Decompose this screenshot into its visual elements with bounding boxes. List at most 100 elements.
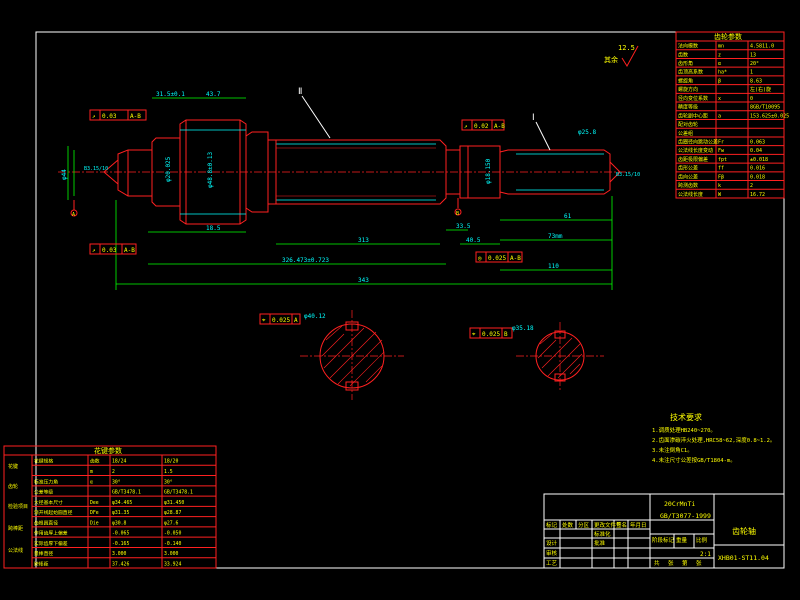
- gear-param-name: 公差组: [678, 130, 693, 137]
- gear-param-name: 齿距极限偏差: [678, 156, 708, 163]
- spline-param-name: 作用齿厚上偏差: [34, 530, 68, 537]
- svg-text:0.025: 0.025: [488, 255, 506, 262]
- svg-text:⌖: ⌖: [472, 331, 476, 338]
- gear-param-name: 螺旋角: [678, 77, 693, 84]
- spline-param-value-2: φ31.450: [164, 500, 184, 506]
- svg-text:重量: 重量: [676, 536, 688, 544]
- svg-text:张: 张: [668, 559, 674, 567]
- svg-text:↗: ↗: [464, 123, 468, 130]
- svg-text:阶段标记: 阶段标记: [652, 536, 675, 544]
- spline-param-value-1: 2: [112, 469, 115, 475]
- spline-param-value-1: φ30.8: [112, 520, 127, 526]
- gear-param-name: 配对齿轮: [678, 121, 698, 128]
- spline-param-value-1: 3.000: [112, 551, 127, 557]
- tech-req-title: 技术要求: [670, 412, 702, 422]
- tech-req-item: 4.未注尺寸公差按GB/T1804-m。: [652, 456, 736, 464]
- spline-param-value-1: -0.165: [112, 541, 129, 547]
- spline-param-value-1: GB/T3478.1: [112, 490, 141, 496]
- dim-total-b: 326.473±0.723: [282, 257, 329, 264]
- gear-param-value: 0.016: [750, 166, 765, 172]
- gear-param-value: ±0.018: [750, 157, 768, 163]
- datum-a: A: [70, 200, 78, 218]
- spline-param-value-1: φ31.35: [112, 510, 129, 516]
- dim-total-a: 313: [358, 237, 369, 244]
- svg-text:φ40.12: φ40.12: [304, 313, 326, 320]
- part-mark-1: Ⅰ: [532, 113, 535, 123]
- gear-param-name: 跨测齿数: [678, 182, 698, 189]
- gear-param-symbol: fpt: [718, 157, 727, 163]
- spline-param-value-2: φ28.87: [164, 510, 181, 516]
- gear-param-symbol: a: [718, 113, 721, 119]
- gear-param-symbol: z: [718, 52, 721, 58]
- svg-text:更改文件号: 更改文件号: [594, 521, 622, 529]
- spline-param-value-2: 3.000: [164, 551, 179, 557]
- gear-param-value: 4.5811.0: [750, 44, 774, 50]
- gear-param-value: 左(右)旋: [750, 86, 771, 93]
- dim-right-b: 73mm: [548, 233, 563, 240]
- spline-param-value-2: -0.140: [164, 541, 181, 547]
- svg-text:0.025: 0.025: [482, 331, 500, 338]
- dim-shoulder: 43.7: [206, 91, 221, 98]
- svg-text:工艺: 工艺: [546, 560, 558, 567]
- gear-param-symbol: β: [718, 78, 721, 84]
- spline-param-value-2: GB/T3478.1: [164, 490, 193, 496]
- gear-param-name: 公法线长度: [678, 191, 703, 198]
- svg-text:↗: ↗: [92, 247, 96, 254]
- dim-right-total: 110: [548, 263, 559, 270]
- tolerance-frame-3: ↗ 0.02 A-B: [461, 119, 505, 131]
- tolerance-frame-1: ↗ 0.03 A-B: [89, 109, 147, 121]
- spline-param-value-1: -0.065: [112, 531, 129, 537]
- svg-text:A-B: A-B: [494, 123, 505, 130]
- spline-param-value-1: 37.426: [112, 561, 129, 567]
- dim-right-end: φ25.8: [578, 129, 596, 136]
- spline-param-value-1: 30°: [112, 479, 121, 485]
- dim-left-end: φ44: [61, 169, 68, 180]
- gear-param-value: 20°: [750, 61, 759, 67]
- svg-text:分区: 分区: [578, 521, 590, 529]
- svg-text:标记: 标记: [546, 521, 558, 529]
- svg-text:第: 第: [682, 559, 688, 567]
- svg-text:年月日: 年月日: [630, 521, 647, 529]
- spline-params-title: 花键参数: [94, 446, 122, 455]
- gear-param-value: 0.04: [750, 148, 762, 154]
- tolerance-frame-2: ↗ 0.03 A-B: [89, 243, 137, 255]
- svg-text:张: 张: [696, 559, 702, 567]
- shaft-main-view: [58, 119, 630, 225]
- standard-label: GB/T3077-1999: [660, 512, 711, 520]
- svg-text:共: 共: [654, 559, 660, 567]
- svg-text:标准化: 标准化: [594, 530, 611, 538]
- svg-text:A: A: [72, 212, 75, 218]
- svg-text:φ35.18: φ35.18: [512, 325, 534, 332]
- gear-param-name: 齿形角: [678, 60, 693, 67]
- center-hole-left: B3.15/10: [84, 166, 108, 172]
- gear-param-name: 齿向公差: [678, 173, 698, 180]
- gear-param-value: 8GB/T10095: [750, 105, 780, 111]
- gear-param-symbol: x: [718, 96, 721, 102]
- spline-param-symbol: m: [90, 470, 93, 475]
- spline-param-value-2: 18/20: [164, 459, 179, 465]
- gear-param-value: 0.018: [750, 174, 765, 180]
- drawing-number: XHB01-ST11.04: [718, 554, 769, 562]
- dim-small-a: 33.5: [456, 223, 471, 230]
- dim-gear-width: 18.5: [206, 225, 221, 232]
- svg-text:B: B: [504, 331, 508, 338]
- gear-param-symbol: Fr: [718, 139, 724, 145]
- spline-param-name: 大径基本尺寸: [34, 499, 63, 506]
- svg-text:↗: ↗: [92, 113, 96, 120]
- section-view-right: ⌖ 0.025 B φ35.18: [469, 322, 604, 392]
- svg-text:A-B: A-B: [510, 255, 521, 262]
- title-block: 20CrMnTi GB/T3077-1999 齿轮轴 XHB01-ST11.04…: [543, 493, 785, 569]
- svg-text:A: A: [294, 317, 298, 324]
- gear-param-name: 齿圈径向跳动公差: [678, 138, 718, 145]
- drawing-frame: [35, 31, 785, 569]
- material-label: 20CrMnTi: [664, 500, 695, 508]
- spline-param-name: 齿根圆直径: [34, 519, 58, 526]
- surface-finish-value: 12.5: [618, 44, 635, 52]
- tolerance-frame-4: ◎ 0.025 A-B: [475, 251, 523, 263]
- spline-param-symbol: Dee: [90, 500, 99, 506]
- svg-text:设计: 设计: [546, 539, 558, 547]
- gear-param-value: 0.063: [750, 139, 765, 145]
